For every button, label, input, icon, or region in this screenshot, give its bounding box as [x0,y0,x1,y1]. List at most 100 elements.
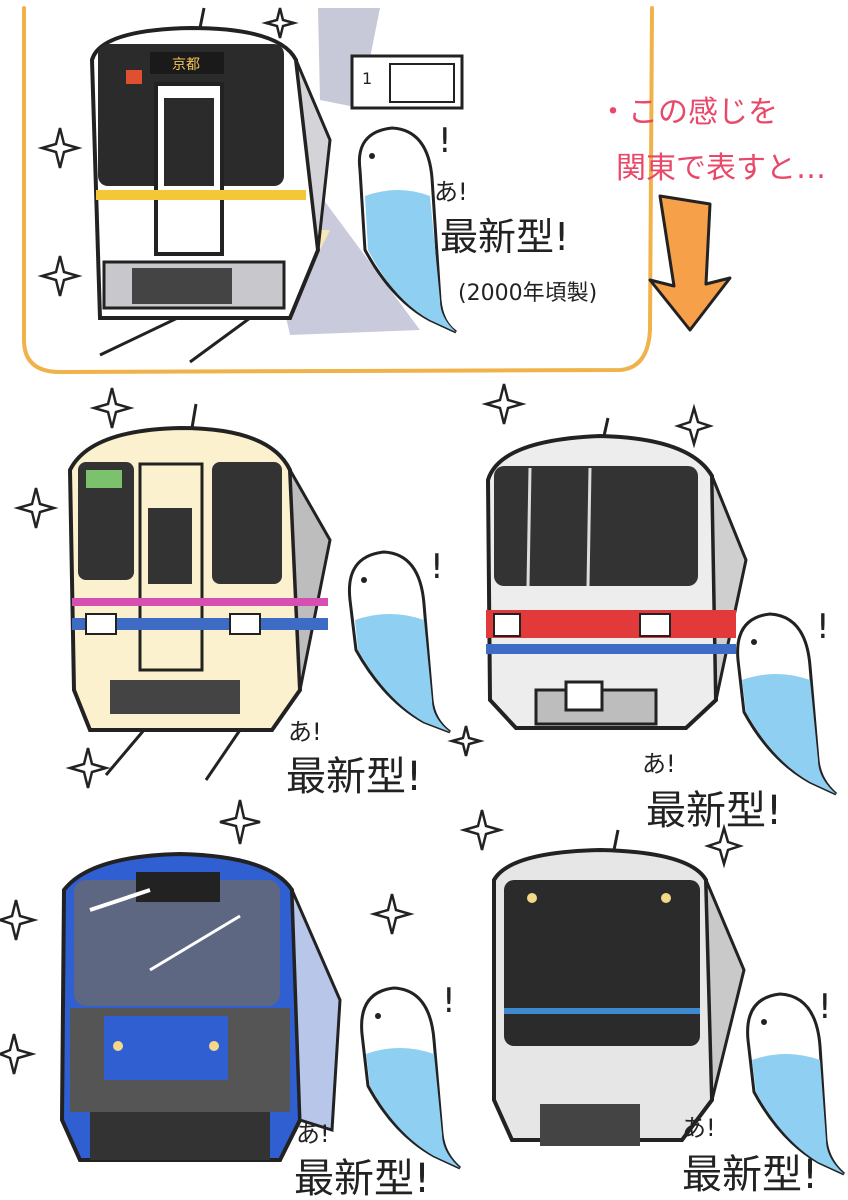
surprise-mark: ! [818,987,832,1027]
destination-board [150,52,224,74]
panel-3-exclaim: あ! [296,1120,330,1148]
train-windshield [74,880,280,1006]
headlight [639,613,671,637]
window-divider [526,467,532,587]
platform-sign-inner [389,63,455,103]
platform-number: 1 [362,69,372,88]
panel-1-exclaim: あ! [288,718,322,746]
sparkle-icon [674,403,714,449]
yellow-stripe [96,190,306,200]
panel-4: ! あ! 最新型! [459,809,846,1198]
pantograph [602,417,610,437]
sparkle-icon [481,383,527,425]
blue-face-plate [104,1016,228,1080]
surprise-mark: ! [430,547,444,587]
rail-line [189,316,251,364]
budgie-blue-belly [752,1054,844,1174]
headlight [85,613,117,635]
coupler [132,268,232,304]
budgie-eye [361,577,367,583]
red-stripe [486,610,736,638]
panel-3-newest: 最新型! [294,1156,430,1200]
intro-note: (2000年頃製) [458,281,597,306]
panel-2: ! あ! 最新型! [481,383,838,834]
sparkle-icon [0,899,39,941]
panel-2-exclaim: あ! [642,750,676,778]
front-door-window [164,98,214,186]
rail-line [204,729,242,781]
sparkle-icon [89,387,135,429]
budgie-blue-belly [365,190,456,332]
panel-2-newest: 最新型! [646,788,782,834]
blue-stripe [72,618,328,630]
train-side [294,59,332,251]
windshield-glare [149,914,241,972]
sparkle-icon [37,255,83,297]
sparkle-icon [219,799,261,845]
intro-panel-frame [22,6,654,375]
surprise-mark: ! [816,607,830,647]
destination-sign: 京都 [172,57,200,73]
train-side [288,469,332,691]
intro-exclaim: あ! [434,178,468,206]
train-skirt [540,1104,640,1146]
caption-line-2: 関東で表すと… [616,151,826,186]
intro-budgie [357,126,457,334]
route-light [86,470,122,488]
down-arrow-icon [648,194,732,332]
sparkle-icon [369,893,415,935]
windshield-glare [89,888,151,912]
sparkle-icon [37,127,83,169]
train-window-right [212,462,282,584]
budgie [746,992,846,1176]
panel-1-newest: 最新型! [286,754,422,800]
headlight [113,1041,123,1051]
surprise-mark: ! [438,121,452,161]
sparkle-icon [261,7,299,39]
intro-newest: 最新型! [440,215,569,259]
budgie-eye [369,153,375,159]
train-windshield [504,880,700,1046]
sparkle-icon [65,747,111,789]
caption: ・この感じを 関東で表すと… [598,95,826,332]
budgie [736,612,838,796]
sparkle-icon [13,487,59,529]
intro-panel: 1 京都 ! あ! 最新型! (2000年頃製) [22,6,654,375]
train-windshield [494,466,698,586]
window-divider [586,467,592,587]
pantograph [198,7,206,29]
budgie [360,986,462,1170]
budgie-eye [761,1019,767,1025]
budgie-blue-belly [355,614,450,732]
train-skirt [90,1112,270,1160]
budgie-eye [751,639,757,645]
panel-1: ! あ! 最新型! [13,387,485,800]
panel-4-exclaim: あ! [682,1114,716,1142]
blue-stripe [486,644,736,654]
coupler [564,680,604,712]
headlight [209,1041,219,1051]
headlight [661,893,671,903]
headlight [493,613,521,637]
train-side [290,889,342,1133]
headlight [229,613,261,635]
sparkle-icon [704,823,744,869]
panel-4-newest: 最新型! [682,1152,818,1198]
route-light [126,70,142,84]
surprise-mark: ! [442,981,456,1021]
budgie-eye [375,1013,381,1019]
budgie [347,550,451,734]
pink-stripe [72,598,328,606]
rail-line [104,729,146,776]
destination-board [136,872,220,902]
front-door-window [148,508,192,584]
caption-line-1: ・この感じを [598,95,778,130]
sparkle-icon [447,725,485,757]
sparkle-icon [459,809,505,851]
train-skirt [110,680,240,714]
panel-3: ! あ! 最新型! [0,799,462,1200]
train-side [704,879,746,1101]
pantograph [190,403,198,429]
pantograph [612,829,620,851]
